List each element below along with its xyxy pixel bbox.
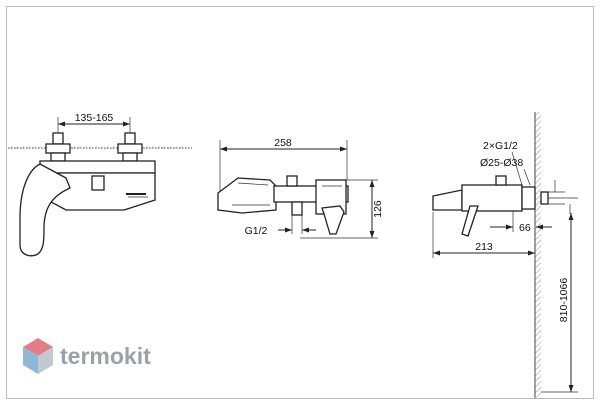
- inlet-leader: [511, 151, 523, 186]
- bath-spout: [19, 163, 71, 257]
- plan-wall-hatch: [535, 112, 541, 398]
- left-flange: [45, 143, 71, 154]
- side-lever: [321, 205, 345, 235]
- inlet-threads-label: 2×G1/2: [483, 140, 518, 152]
- inlet-spacing-label: 135-165: [75, 112, 114, 124]
- total-projection-label: 213: [475, 241, 493, 253]
- drawing-frame: [6, 6, 594, 399]
- side-spout-top-edge: [237, 182, 269, 186]
- plan-view: 2×G1/2 Ø25-Ø38 66 213 810-1066: [432, 112, 578, 398]
- left-connector-body: [50, 152, 66, 162]
- flange-diameter-label: Ø25-Ø38: [480, 157, 523, 169]
- right-flange: [117, 143, 143, 154]
- plan-lever: [461, 205, 479, 237]
- plan-flange: [521, 186, 536, 210]
- logo-cube-icon: [23, 338, 53, 374]
- plan-spout: [432, 189, 463, 211]
- connection-thread-label: G1/2: [245, 225, 268, 237]
- logo-wordmark: termokit: [60, 343, 151, 369]
- right-eccentric-nut: [124, 132, 136, 145]
- eccentric-depth-label: 66: [519, 222, 531, 234]
- front-wall-hatch: [8, 146, 192, 149]
- flange-leader: [523, 168, 531, 186]
- side-bottom-connector: [291, 201, 303, 216]
- mounting-height-label: 810-1066: [558, 278, 570, 323]
- termokit-logo: termokit: [23, 338, 151, 374]
- front-brand-plate: [126, 193, 146, 195]
- side-view: 258 126 G1/2: [217, 137, 384, 239]
- left-eccentric-nut: [52, 132, 64, 145]
- plan-wall-connector: [540, 191, 549, 205]
- right-connector-body: [122, 152, 138, 162]
- plan-top-knob: [495, 175, 507, 186]
- body-length-label: 258: [274, 137, 292, 149]
- side-diverter-knob: [286, 175, 298, 187]
- front-lever-plate: [91, 175, 105, 191]
- mixer-body-top: [39, 160, 156, 174]
- spout-height-label: 126: [372, 200, 384, 218]
- front-view: 135-165: [8, 112, 192, 257]
